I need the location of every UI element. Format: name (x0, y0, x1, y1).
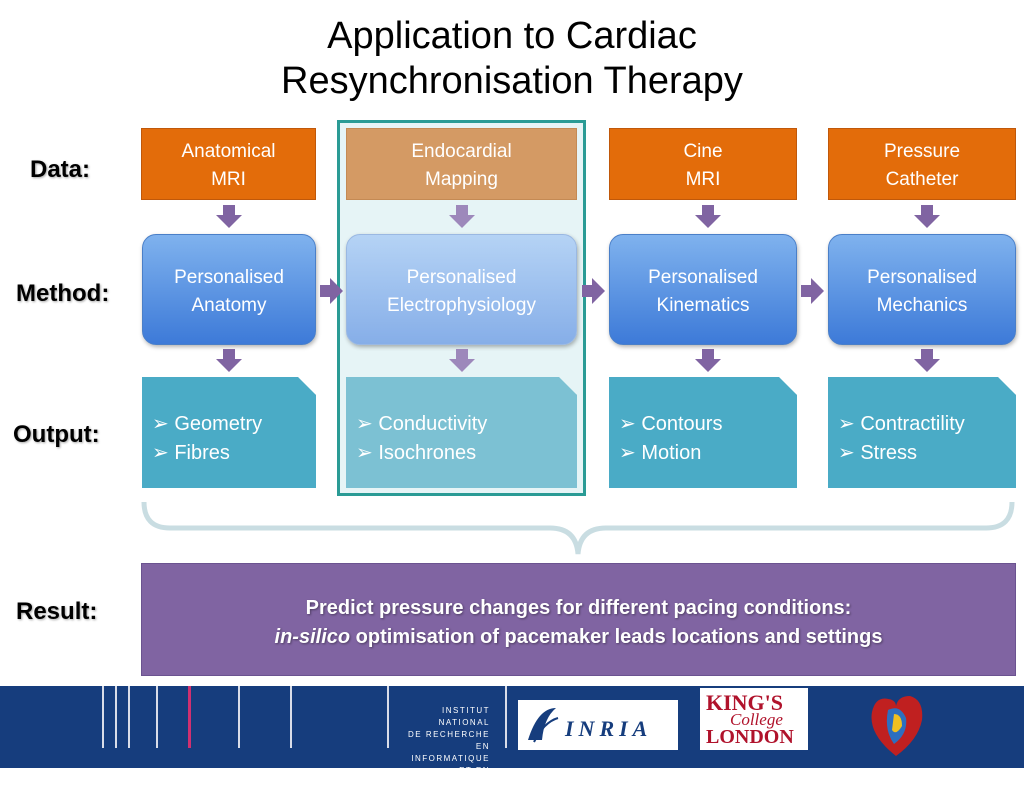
output-box-anatomy: ➢ Geometry ➢ Fibres (142, 377, 316, 488)
data-box-line: MRI (211, 169, 246, 190)
method-box-line: Personalised (174, 267, 284, 288)
footer-bar (0, 686, 1024, 768)
down-arrow-icon (914, 349, 940, 372)
right-arrow-icon (320, 278, 343, 304)
method-box-kinematics: Personalised Kinematics (609, 234, 797, 345)
row-label-output: Output: (13, 421, 100, 448)
footer-divider (115, 686, 117, 748)
down-arrow-icon (695, 349, 721, 372)
footer-divider (505, 686, 507, 748)
footer-divider (290, 686, 292, 748)
down-arrow-icon (216, 205, 242, 228)
method-box-line: Anatomy (191, 295, 267, 316)
row-label-data: Data: (30, 156, 91, 183)
inria-text-line: ET EN AUTOMATIQUE (415, 766, 490, 787)
result-line-1: Predict pressure changes for different p… (305, 597, 852, 619)
method-box-anatomy: Personalised Anatomy (142, 234, 316, 345)
data-box-line: Mapping (425, 169, 498, 190)
method-box-mechanics: Personalised Mechanics (828, 234, 1016, 345)
result-line-2-rest: optimisation of pacemaker leads location… (350, 626, 883, 648)
data-box-pressure-catheter: Pressure Catheter (828, 128, 1016, 200)
title-line-2: Resynchronisation Therapy (281, 60, 743, 102)
data-box-anatomical-mri: Anatomical MRI (141, 128, 316, 200)
output-bullet: ➢ Isochrones (356, 442, 477, 464)
result-italic-term: in-silico (274, 626, 351, 648)
right-arrow-icon (801, 278, 824, 304)
footer-divider (156, 686, 158, 748)
row-label-method: Method: (16, 280, 110, 307)
inria-text-line: DE RECHERCHE (407, 730, 490, 739)
data-box-line: Cine (683, 141, 723, 162)
row-label-result: Result: (16, 598, 98, 625)
inria-institute-text: INSTITUT NATIONAL DE RECHERCHE EN INFORM… (398, 705, 490, 789)
footer-divider (238, 686, 240, 748)
inria-text-line: INSTITUT NATIONAL (438, 706, 490, 727)
kings-logo-line: KING'S (706, 690, 784, 715)
method-box-line: Mechanics (876, 295, 968, 316)
kings-logo-line: College (730, 710, 783, 729)
method-box-line: Personalised (648, 267, 758, 288)
data-box-line: Anatomical (181, 141, 276, 162)
output-box-mechanics: ➢ Contractility ➢ Stress (828, 377, 1016, 488)
output-bullet: ➢ Motion (619, 442, 702, 464)
data-box-line: Pressure (883, 141, 961, 162)
output-bullet: ➢ Stress (838, 442, 917, 464)
footer-divider (128, 686, 130, 748)
right-arrow-icon (582, 278, 605, 304)
output-box-kinematics: ➢ Contours ➢ Motion (609, 377, 797, 488)
method-box-line: Kinematics (656, 295, 750, 316)
inria-text-line: EN INFORMATIQUE (411, 742, 490, 763)
footer-accent-divider (188, 686, 191, 748)
data-box-cine-mri: Cine MRI (609, 128, 797, 200)
down-arrow-icon (216, 349, 242, 372)
kings-logo-line: LONDON (706, 726, 794, 748)
method-box-line: Personalised (867, 267, 977, 288)
output-bullet: ➢ Fibres (152, 442, 230, 464)
down-arrow-icon (695, 205, 721, 228)
result-line-2: in-silico optimisation of pacemaker lead… (142, 623, 1015, 652)
result-box: Predict pressure changes for different p… (141, 563, 1016, 676)
kings-college-logo: KING'S College LONDON (700, 688, 808, 750)
data-box-endocardial-mapping: Endocardial Mapping (346, 128, 577, 200)
title-line-1: Application to Cardiac (327, 15, 697, 57)
method-box-electrophysiology: Personalised Electrophysiology (346, 234, 577, 345)
inria-logo-text: INRIA (565, 716, 653, 741)
data-box-line: Catheter (885, 169, 959, 190)
down-arrow-icon (449, 349, 475, 372)
output-bullet: ➢ Contractility (838, 413, 965, 435)
footer-divider (387, 686, 389, 748)
method-box-line: Personalised (406, 267, 517, 288)
method-box-line: Electrophysiology (387, 295, 536, 316)
footer-divider (102, 686, 104, 748)
inria-emblem-icon (528, 708, 559, 743)
output-box-electrophysiology: ➢ Conductivity ➢ Isochrones (346, 377, 577, 488)
output-bullet: ➢ Contours (619, 413, 723, 435)
down-arrow-icon (914, 205, 940, 228)
slide-title: Application to Cardiac Resynchronisation… (0, 14, 1024, 104)
brace-icon (141, 501, 1015, 555)
output-bullet: ➢ Conductivity (356, 413, 488, 435)
down-arrow-icon (449, 205, 475, 228)
data-box-line: MRI (685, 169, 721, 190)
heart-model-icon (871, 696, 923, 756)
data-box-line: Endocardial (411, 141, 512, 162)
output-bullet: ➢ Geometry (152, 413, 263, 435)
